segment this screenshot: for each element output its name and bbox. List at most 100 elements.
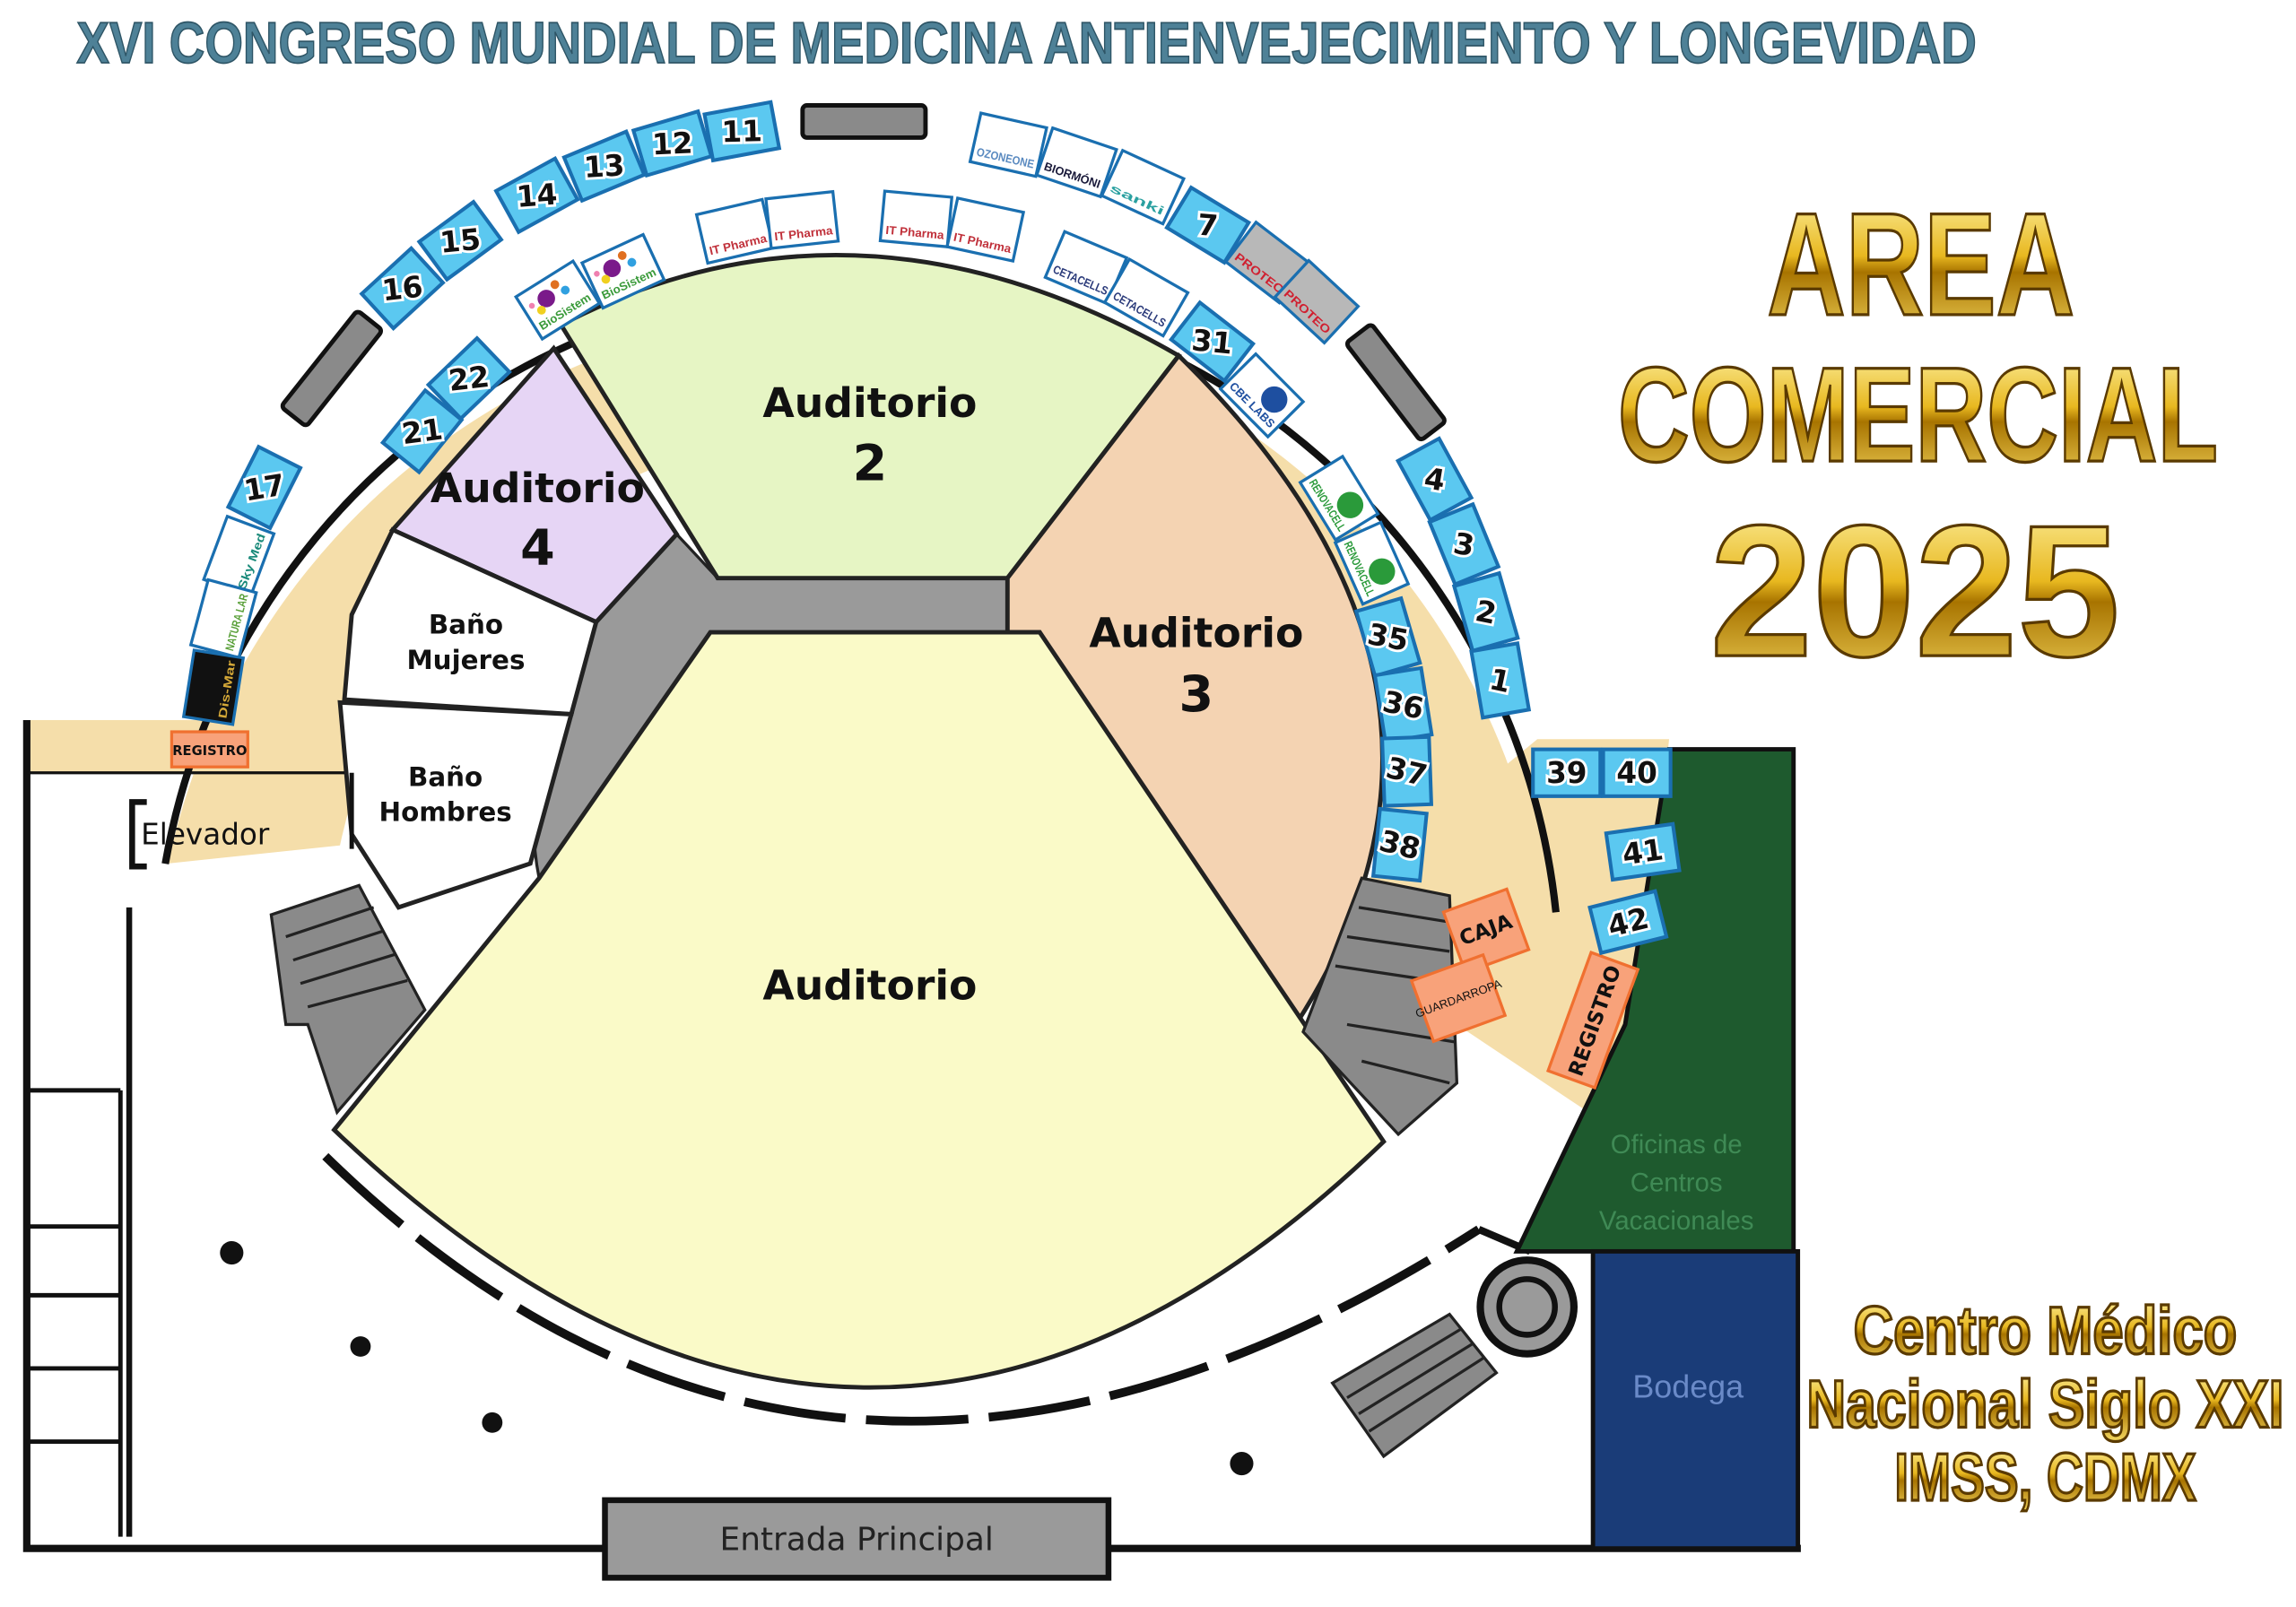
booth-box (1587, 889, 1669, 956)
guardarropa[interactable]: GUARDARROPA (1405, 952, 1512, 1044)
booth-box (379, 387, 465, 475)
auditorio-2[interactable]: Auditorio 2 (558, 253, 1182, 581)
elevador[interactable]: Elevador (129, 799, 270, 870)
booth-box (1451, 570, 1520, 654)
sponsor-stand[interactable]: CBE LABS (1218, 352, 1306, 439)
sponsor-stand[interactable]: Sky Med (202, 514, 276, 599)
sponsor-stand[interactable]: IT Pharma (878, 189, 954, 248)
sponsor-name: IT Pharma (774, 223, 834, 243)
sponsor-logo-box (188, 578, 258, 660)
pillars (220, 1240, 1254, 1476)
booth-number: 39 (1546, 756, 1587, 790)
sponsor-logo-box (1034, 126, 1118, 199)
bano-mujeres[interactable]: Baño Mujeres (342, 526, 599, 717)
bano-hombres-label-2: Hombres (379, 797, 512, 828)
bodega-label: Bodega (1632, 1369, 1744, 1405)
congress-title: XVI CONGRESO MUNDIAL DE MEDICINA ANTIENV… (76, 10, 1976, 75)
booth-number: 22 (447, 360, 491, 398)
biosistem-logo-icon (550, 280, 560, 290)
service-block (280, 309, 384, 428)
booth-1[interactable]: 1 (1469, 641, 1532, 720)
booth-7[interactable]: 7 (1164, 185, 1252, 265)
booth-42[interactable]: 42 (1587, 889, 1669, 956)
booth-40[interactable]: 40 (1601, 747, 1673, 798)
sponsor-stand[interactable]: Dis-Mar (181, 648, 246, 726)
biosistem-logo-icon (627, 257, 637, 267)
round-column (1476, 1256, 1578, 1358)
sponsor-stand[interactable]: IT Pharma (694, 197, 776, 265)
booth-box (1601, 747, 1673, 798)
booth-12[interactable]: 12 (631, 109, 714, 178)
sponsor-logo-box (764, 189, 840, 250)
booth-3[interactable]: 3 (1427, 501, 1501, 587)
booth-41[interactable]: 41 (1604, 821, 1682, 882)
caja[interactable]: CAJA (1441, 887, 1531, 975)
biosistem-logo-icon (617, 251, 627, 260)
booth-box (416, 199, 504, 282)
booth-box (1395, 436, 1474, 523)
venue-line-1: Centro Médico (1854, 1293, 2238, 1368)
sponsor-stand[interactable]: BIORMÓNI (1034, 126, 1118, 199)
bano-hombres[interactable]: Baño Hombres (337, 699, 575, 910)
sponsor-logo-box (1100, 148, 1187, 226)
booth-number: 35 (1365, 617, 1412, 658)
auditorio-main[interactable]: Auditorio (331, 630, 1387, 1390)
stairs-lower-right (1330, 1312, 1499, 1459)
booth-box (1370, 806, 1429, 883)
cbe-logo-icon (1261, 386, 1288, 413)
registro-left-label: REGISTRO (172, 743, 247, 759)
auditorio-4-label: Auditorio (430, 465, 645, 512)
sponsor-stand[interactable]: BioSistem (513, 258, 602, 342)
booth-box (493, 155, 580, 235)
sponsor-stand[interactable]: IT Pharma (945, 196, 1026, 263)
booth-36[interactable]: 36 (1372, 665, 1434, 744)
stairs-right (1301, 876, 1459, 1137)
booth-box (1164, 185, 1252, 265)
booth-box (561, 129, 647, 204)
sponsor-stand[interactable]: CETACELLS (1102, 256, 1190, 338)
booth-14[interactable]: 14 (493, 155, 580, 235)
booth-17[interactable]: 17 (225, 444, 304, 531)
booth-35[interactable]: 35 (1353, 595, 1422, 679)
booth-box (1427, 501, 1501, 587)
booth-box (1379, 734, 1434, 808)
sponsor-stand[interactable]: NATURA LAR (188, 578, 258, 660)
sponsor-name: IT Pharma (885, 223, 945, 242)
booth-15[interactable]: 15 (416, 199, 504, 282)
sponsor-stand[interactable]: BioSistem (579, 232, 666, 310)
bodega[interactable]: Bodega (1590, 1248, 1801, 1551)
auditorio-4-number: 4 (520, 520, 555, 578)
booth-21[interactable]: 21 (379, 387, 465, 475)
entrada-principal[interactable]: Entrada Principal (602, 1497, 1112, 1581)
booth-11[interactable]: 11 (702, 100, 782, 163)
sponsor-stand[interactable]: sanki (1100, 148, 1187, 226)
service-block (1344, 323, 1447, 442)
booth-13[interactable]: 13 (561, 129, 647, 204)
booth-number: 13 (583, 148, 626, 185)
heading-line-3: 2025 (1710, 487, 2120, 696)
booth-2[interactable]: 2 (1451, 570, 1520, 654)
booth-number: 31 (1190, 323, 1234, 360)
booth-box (425, 335, 512, 421)
bano-mujeres-label-1: Baño (429, 610, 503, 640)
booth-22[interactable]: 22 (425, 335, 512, 421)
booth-16[interactable]: 16 (359, 245, 446, 331)
registro-left[interactable]: REGISTRO (170, 730, 249, 769)
bano-mujeres-label-2: Mujeres (406, 645, 525, 675)
booth-39[interactable]: 39 (1531, 747, 1603, 798)
sponsor-stand[interactable]: OZONEONE (968, 111, 1048, 178)
biosistem-logo-icon (561, 285, 570, 295)
renovacell-logo-icon (1336, 491, 1364, 518)
booth-31[interactable]: 31 (1168, 300, 1257, 384)
booth-number: 11 (721, 114, 762, 149)
booth-37[interactable]: 37 (1379, 734, 1434, 808)
oficinas-label-3: Vacacionales (1599, 1206, 1753, 1236)
sponsor-stand[interactable]: PROTEO (1273, 258, 1361, 345)
venue-line-3: IMSS, CDMX (1894, 1439, 2196, 1515)
booth-4[interactable]: 4 (1395, 436, 1474, 523)
booth-38[interactable]: 38 (1370, 806, 1429, 883)
sponsor-stand[interactable]: IT Pharma (764, 189, 840, 250)
auditorio-3[interactable]: Auditorio 3 (1004, 352, 1385, 1029)
booth-box (1168, 300, 1257, 384)
